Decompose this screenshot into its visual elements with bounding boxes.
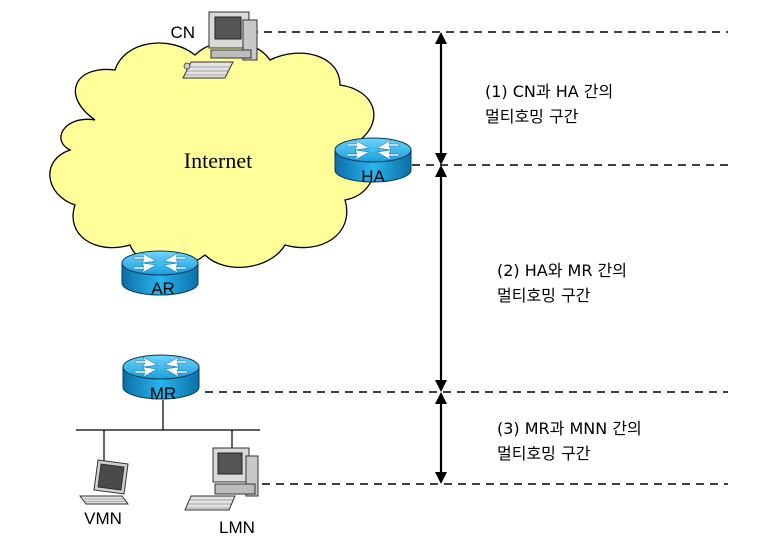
segment-1-line2: 멀티호밍 구간	[485, 107, 579, 126]
ha-label: HA	[361, 167, 385, 186]
segment-2-line2: 멀티호밍 구간	[497, 286, 591, 305]
cn-computer-icon	[182, 11, 258, 79]
segment-arrows	[435, 32, 447, 484]
lmn-computer-icon	[184, 447, 259, 511]
ar-label: AR	[151, 279, 175, 298]
internet-label: Internet	[184, 148, 252, 173]
segment-3-line2: 멀티호밍 구간	[497, 444, 591, 463]
vmn-label: VMN	[84, 509, 122, 528]
internet-cloud	[49, 41, 375, 268]
mr-label: MR	[150, 384, 176, 403]
cn-label: CN	[170, 23, 195, 42]
segment-1-line1: (1) CN과 HA 간의	[485, 82, 613, 101]
segment-3-line1: (3) MR과 MNN 간의	[497, 419, 642, 438]
level-lines	[205, 31, 728, 485]
segment-2-line1: (2) HA와 MR 간의	[497, 261, 627, 280]
lan-bus	[76, 400, 260, 462]
vmn-laptop-icon	[79, 459, 129, 505]
lmn-label: LMN	[219, 518, 255, 537]
